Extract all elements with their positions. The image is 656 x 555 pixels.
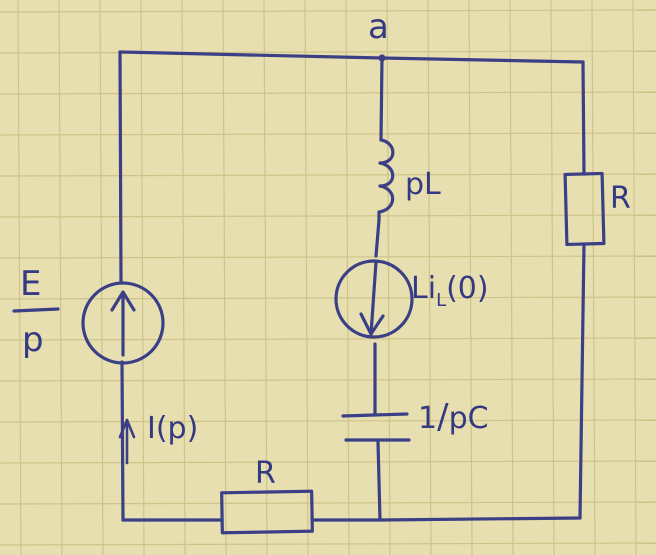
source-left-fraction-bar [12, 307, 60, 313]
source-left-arrow-head [110, 290, 136, 312]
grid-line-horizontal [0, 214, 656, 218]
grid-line-horizontal [0, 9, 656, 13]
grid-line-horizontal [0, 501, 656, 505]
middle-wire-capacitor-to-bottom [376, 440, 382, 522]
source-left [81, 281, 165, 365]
capacitor-plate-top [341, 412, 409, 418]
grid-line-horizontal [0, 542, 656, 546]
top-wire [118, 50, 585, 64]
grid-line-vertical [222, 0, 227, 555]
grid-line-horizontal [0, 296, 656, 300]
initial-source-prefix: L [411, 271, 428, 306]
grid-line-vertical [345, 0, 350, 555]
source-initial-arrow-head [359, 312, 385, 336]
left-wire-upper [118, 50, 123, 284]
initial-source-suffix: (0) [446, 271, 489, 306]
source-initial-arrow-shaft [369, 260, 378, 336]
grid-line-vertical [304, 0, 309, 555]
grid-line-horizontal [0, 91, 656, 95]
grid-line-horizontal [0, 337, 656, 341]
middle-wire-inductor-to-source [374, 218, 381, 258]
resistor-bottom-body [220, 489, 314, 535]
right-wire-upper [581, 60, 586, 176]
resistor-right-body [563, 171, 606, 247]
source-initial-circle [334, 259, 414, 339]
inductor-label: pL [405, 167, 441, 202]
grid-line-horizontal [0, 173, 656, 177]
current-label: I(p) [147, 411, 199, 446]
grid-line-horizontal [0, 132, 656, 136]
source-left-circle [81, 281, 165, 365]
resistor-right-label: R [610, 181, 631, 216]
grid-line-vertical [509, 0, 514, 555]
grid-line-horizontal [0, 255, 656, 259]
grid-line-horizontal [0, 460, 656, 464]
grid-line-horizontal [0, 378, 656, 382]
current-arrow-head [118, 418, 136, 439]
grid-line-vertical [58, 0, 63, 555]
right-wire-lower [578, 242, 586, 520]
grid-line-horizontal [0, 419, 656, 423]
node-a-dot [378, 54, 386, 62]
source-left-denominator: p [22, 320, 44, 360]
grid-line-vertical [632, 0, 637, 555]
grid-line-vertical [99, 0, 104, 555]
left-wire-lower [120, 360, 125, 522]
capacitor-label: 1/pC [418, 400, 489, 434]
source-left-numerator: E [20, 264, 42, 304]
bottom-wire-right [378, 516, 582, 522]
resistor-bottom-label: R [255, 456, 276, 491]
initial-source-subscript: L [436, 290, 447, 311]
node-label-a: a [368, 7, 389, 47]
grid-line-vertical [181, 0, 186, 555]
capacitor-slash: / [437, 397, 449, 437]
capacitor-numerator: 1 [418, 401, 438, 436]
grid-line-horizontal [0, 50, 656, 54]
middle-wire-top [379, 56, 384, 142]
grid-line-vertical [140, 0, 145, 555]
grid-line-vertical [591, 0, 596, 555]
grid-line-vertical [386, 0, 391, 555]
initial-source-label: LiL(0) [411, 274, 489, 310]
inductor-coil [377, 138, 395, 222]
capacitor-denominator: pC [448, 401, 489, 436]
source-initial-current [334, 259, 414, 339]
initial-source-i: i [427, 271, 437, 306]
grid-line-vertical [550, 0, 555, 555]
